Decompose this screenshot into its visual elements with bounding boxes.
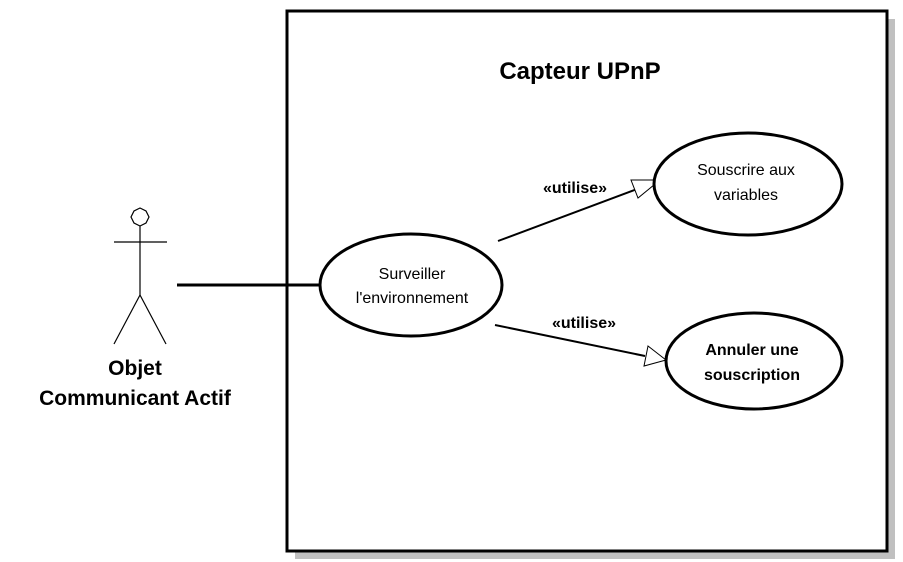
actor-left-leg xyxy=(113,294,141,345)
usecase-surveiller-line1: Surveiller xyxy=(379,266,446,283)
usecase-surveiller xyxy=(318,232,504,338)
arrowhead-annuler xyxy=(643,345,668,367)
actor-head xyxy=(130,207,150,227)
usecase-souscrire xyxy=(652,131,844,237)
utilise-line-souscrire xyxy=(497,187,641,242)
usecase-souscrire-line1: Souscrire aux xyxy=(697,162,795,179)
usecase-annuler-line2: souscription xyxy=(704,367,800,384)
actor-right-leg xyxy=(139,294,167,345)
usecase-annuler xyxy=(664,311,844,411)
usecase-annuler-line1: Annuler une xyxy=(705,342,798,359)
stereotype-label-top: «utilise» xyxy=(543,180,607,197)
system-title: Capteur UPnP xyxy=(499,58,660,85)
actor-name-line1: Objet xyxy=(108,357,162,380)
usecase-souscrire-line2: variables xyxy=(714,187,778,204)
usecase-surveiller-line2: l'environnement xyxy=(356,290,469,307)
stereotype-label-bottom: «utilise» xyxy=(552,315,616,332)
actor-figure xyxy=(113,207,167,345)
actor-name-line2: Communicant Actif xyxy=(39,387,232,410)
utilise-line-annuler xyxy=(494,324,646,357)
